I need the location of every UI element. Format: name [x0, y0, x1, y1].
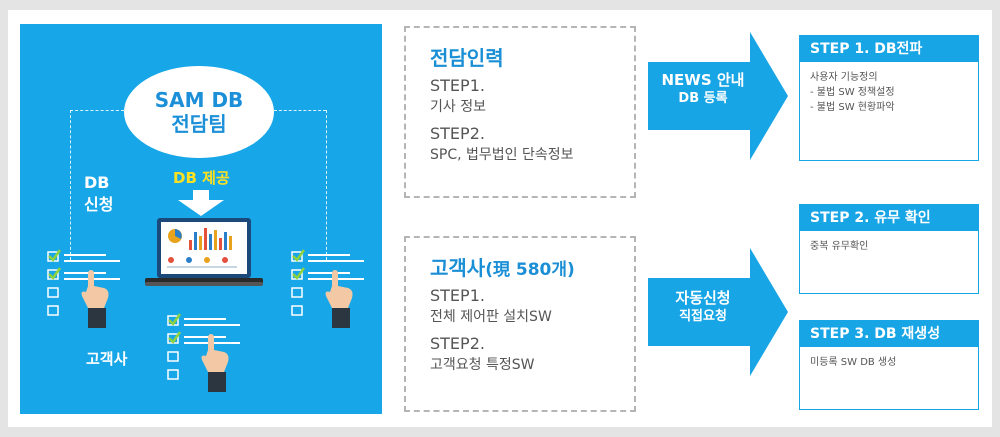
- connector-line: [274, 110, 326, 111]
- step1-line: - 불법 SW 현황파악: [810, 102, 895, 113]
- step2-label: STEP2.: [430, 334, 485, 353]
- checklist-hand-icon: [291, 249, 364, 328]
- connector-line: [70, 110, 71, 260]
- step3-box: STEP 3. DB 재생성 미등록 SW DB 생성: [799, 320, 979, 410]
- customer-label: 고객사: [86, 350, 128, 368]
- connector-line: [326, 110, 327, 260]
- down-arrow-icon: [178, 190, 224, 216]
- customer-title: 고객사(現 580개): [430, 256, 575, 280]
- checklist-hand-icon: [47, 249, 120, 328]
- laptop-icon: [145, 218, 263, 286]
- news-db-label: NEWS 안내 DB 등록: [661, 71, 745, 106]
- sam-db-team-bubble: SAM DB 전담팀: [124, 66, 274, 158]
- step3-title: STEP 3. DB 재생성: [800, 321, 978, 347]
- step1-title: STEP 1. DB전파: [800, 36, 978, 62]
- step1-box: STEP 1. DB전파 사용자 기능정의 - 불법 SW 정책설정 - 불법 …: [799, 35, 979, 161]
- staff-title: 전담인력: [430, 46, 504, 70]
- step2-line: 중복 유무확인: [810, 241, 869, 252]
- step1-label: STEP1.: [430, 286, 485, 305]
- step1-label: STEP1.: [430, 76, 485, 95]
- arrow-right-icon: [648, 248, 788, 376]
- step1-desc: 전체 제어판 설치SW: [430, 309, 552, 325]
- connector-line: [70, 110, 124, 111]
- db-provide-label: DB 제공: [173, 169, 230, 187]
- arrow-right-icon: [648, 32, 788, 160]
- step3-line: 미등록 SW DB 생성: [810, 357, 897, 368]
- step2-box: STEP 2. 유무 확인 중복 유무확인: [799, 204, 979, 294]
- checklist-hand-icon: [167, 313, 240, 392]
- team-name-line2: 전담팀: [171, 112, 227, 136]
- step1-line: - 불법 SW 정책설정: [810, 87, 895, 98]
- step2-label: STEP2.: [430, 124, 485, 143]
- step2-title: STEP 2. 유무 확인: [800, 205, 978, 231]
- db-request-label: DB 신청: [84, 173, 114, 214]
- step1-line: 사용자 기능정의: [810, 72, 878, 83]
- customer-box: 고객사(現 580개) STEP1. 전체 제어판 설치SW STEP2. 고객…: [404, 236, 636, 412]
- team-name-line1: SAM DB: [154, 88, 244, 112]
- sam-db-panel: SAM DB 전담팀 DB 신청 DB 제공: [20, 24, 382, 414]
- step2-desc: SPC, 법무법인 단속정보: [430, 147, 574, 163]
- step1-desc: 기사 정보: [430, 99, 486, 115]
- auto-request-label: 자동신청 직접요청: [675, 289, 731, 324]
- staff-input-box: 전담인력 STEP1. 기사 정보 STEP2. SPC, 법무법인 단속정보: [404, 26, 636, 198]
- step2-desc: 고객요청 특정SW: [430, 357, 535, 373]
